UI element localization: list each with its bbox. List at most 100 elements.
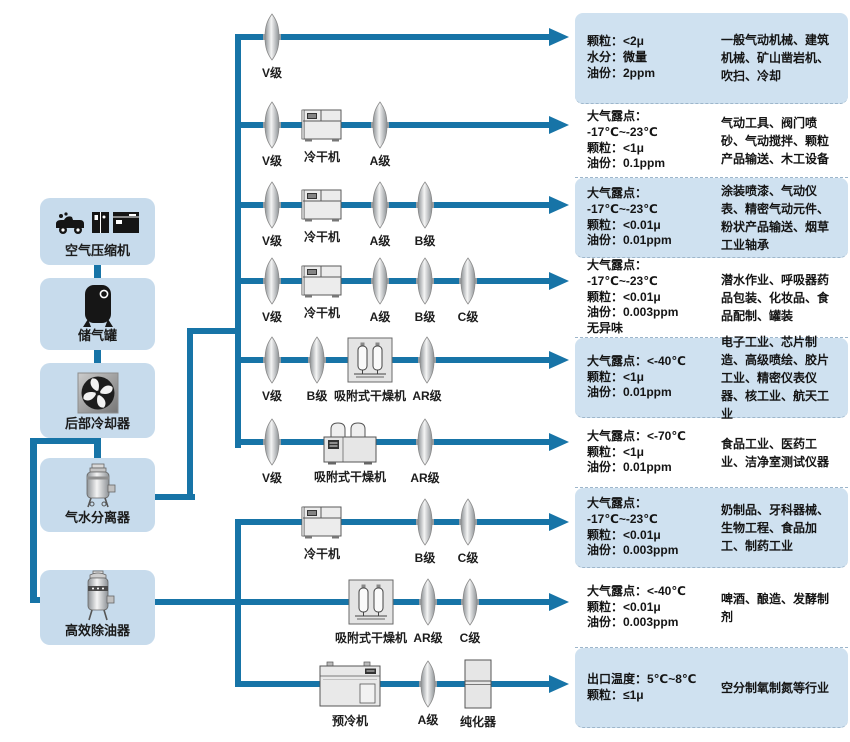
component-label: 吸附式干燥机 — [333, 389, 407, 403]
component-label: V级 — [261, 310, 283, 324]
component-label: B级 — [414, 234, 436, 248]
spec-line: 颗粒：<1μ — [587, 444, 645, 459]
component-label: V级 — [261, 234, 283, 248]
spec-line: -17℃~-23℃ — [587, 201, 658, 216]
pipe-segment — [187, 328, 193, 500]
flow-line — [235, 519, 549, 525]
flow-line — [235, 34, 549, 40]
dryer-icon — [301, 107, 343, 143]
component-label: 纯化器 — [459, 715, 497, 729]
component-label: AR级 — [413, 631, 443, 645]
pipe-segment — [94, 348, 101, 365]
adsorber-icon — [348, 579, 394, 625]
flow-arrow-icon — [549, 116, 569, 134]
pipe-segment — [94, 436, 101, 460]
component-label: 冷干机 — [303, 230, 341, 244]
spec-line: 颗粒：<1μ — [587, 140, 645, 155]
component-label: A级 — [417, 713, 439, 727]
component-label: B级 — [306, 389, 328, 403]
pipe-segment — [30, 438, 101, 444]
dryer-icon — [301, 263, 343, 299]
application-text: 食品工业、医药工业、洁净室测试仪器 — [721, 436, 830, 469]
application-text: 涂装喷漆、气动仪表、精密气动元件、粉状产品输送、烟草工业轴承 — [721, 183, 830, 252]
component-label: C级 — [459, 631, 481, 645]
spec-line: 大气露点： — [587, 185, 648, 200]
filter-icon — [459, 498, 477, 546]
flow-line — [235, 681, 549, 687]
filter-icon — [419, 578, 437, 626]
spec-line: 无异味 — [587, 321, 624, 336]
equipment-after-cooler: 后部冷却器 — [40, 363, 155, 438]
filter-icon — [263, 257, 281, 305]
equipment-oil-remover: 高效除油器 — [40, 570, 155, 645]
filter-icon — [371, 101, 389, 149]
filter-icon — [416, 257, 434, 305]
component-label: 吸附式干燥机 — [313, 470, 387, 484]
filter-icon — [418, 336, 436, 384]
application-text: 潜水作业、呼吸器药品包装、化妆品、食品配制、罐装 — [721, 272, 830, 323]
fan-icon — [77, 363, 119, 417]
purifier-icon — [463, 658, 493, 710]
spec-line: 大气露点： — [587, 257, 648, 272]
component-label: C级 — [457, 551, 479, 565]
spec-line: 水分：微量 — [587, 50, 648, 65]
component-label: V级 — [261, 154, 283, 168]
filter-icon — [419, 660, 437, 708]
spec-line: 油份：0.1ppm — [587, 156, 666, 171]
equipment-air-tank: 储气罐 — [40, 278, 155, 350]
flow-line — [235, 439, 549, 445]
pipe-segment — [30, 597, 46, 603]
equipment-label: 储气罐 — [77, 327, 117, 343]
compressor-icon — [54, 198, 142, 244]
pipe-segment — [30, 438, 37, 602]
dryer-icon — [301, 504, 343, 540]
spec-line: 油份：0.003ppm — [587, 543, 679, 558]
filter-icon — [416, 418, 434, 466]
spec-line: 大气露点： — [587, 108, 648, 123]
separator-vessel-icon — [79, 456, 117, 511]
dryer-icon — [301, 187, 343, 223]
spec-line: 颗粒：<0.01μ — [587, 217, 661, 232]
spec-line: 出口温度：5℃~8℃ — [587, 671, 697, 686]
component-label: A级 — [369, 154, 391, 168]
equipment-label: 高效除油器 — [64, 622, 130, 638]
component-label: AR级 — [410, 471, 440, 485]
filter-icon — [263, 13, 281, 61]
filter-icon — [416, 181, 434, 229]
spec-line: 颗粒：<0.01μ — [587, 599, 661, 614]
filter-icon — [308, 336, 326, 384]
equipment-water-separator: 气水分离器 — [40, 458, 155, 532]
filter-icon — [416, 498, 434, 546]
flow-line — [235, 278, 549, 284]
component-label: V级 — [261, 66, 283, 80]
flow-arrow-icon — [549, 28, 569, 46]
pipe-segment — [187, 328, 241, 334]
spec-line: 大气露点： — [587, 495, 648, 510]
adsmachine-icon — [321, 419, 379, 465]
flow-arrow-icon — [549, 593, 569, 611]
pipe-segment — [94, 263, 101, 280]
spec-line: 油份：2ppm — [587, 65, 656, 80]
component-label: AR级 — [412, 389, 442, 403]
spec-line: 大气露点：<-70℃ — [587, 428, 686, 443]
spec-line: 油份：0.003ppm — [587, 615, 679, 630]
filter-icon — [263, 336, 281, 384]
application-text: 气动工具、阀门喷砂、气动搅拌、颗粒产品输送、木工设备 — [721, 115, 830, 166]
spec-line: 油份：0.01ppm — [587, 233, 672, 248]
tank-icon — [78, 276, 118, 329]
component-label: A级 — [369, 310, 391, 324]
precooler-icon — [318, 659, 382, 709]
equipment-label: 气水分离器 — [64, 509, 130, 525]
spec-line: -17℃~-23℃ — [587, 124, 658, 139]
